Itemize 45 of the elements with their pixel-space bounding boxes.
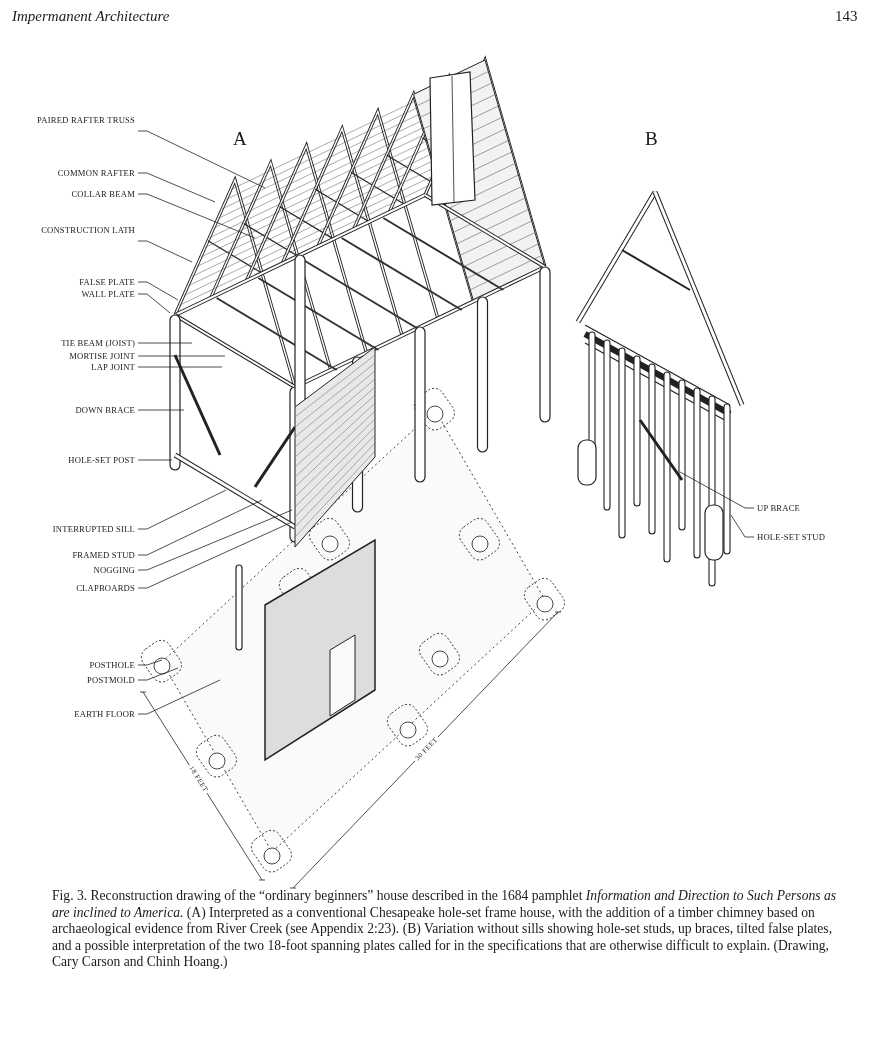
leader-line: [137, 679, 221, 715]
leader-line: [137, 172, 216, 203]
callout-label: MORTISE JOINT: [25, 350, 135, 362]
callout-label: HOLE-SET STUD: [757, 531, 867, 543]
callout-label: NOGGING: [25, 564, 135, 576]
leader-line: [137, 659, 163, 666]
callout-label: CONSTRUCTION LATH: [35, 224, 135, 236]
leader-line: [137, 459, 173, 461]
leader-line: [137, 667, 179, 681]
leader-line: [137, 366, 223, 368]
page-number: 143: [835, 8, 858, 25]
callout-label: UP BRACE: [757, 502, 867, 514]
callout-label: FRAMED STUD: [25, 549, 135, 561]
leader-line: [137, 293, 171, 314]
leader-line: [137, 355, 226, 357]
callout-label: WALL PLATE: [25, 288, 135, 300]
callout-label: HOLE-SET POST: [25, 454, 135, 466]
leader-line: [137, 521, 293, 589]
leader-line: [137, 489, 227, 530]
leader-line: [137, 409, 185, 411]
leader-line: [679, 471, 755, 509]
leader-line: [730, 514, 755, 538]
callout-label: INTERRUPTED SILL: [15, 523, 135, 535]
callout-label: TIE BEAM (JOIST): [15, 337, 135, 349]
callout-label: LAP JOINT: [25, 361, 135, 373]
callout-label: CLAPBOARDS: [25, 582, 135, 594]
leader-line: [137, 281, 179, 301]
running-head: Impermanent Architecture: [12, 8, 170, 25]
view-letter: B: [645, 128, 658, 150]
leader-line: [137, 193, 256, 239]
callout-label: FALSE PLATE: [25, 276, 135, 288]
callout-label: COMMON RAFTER: [25, 167, 135, 179]
leader-line: [137, 509, 293, 571]
leader-line: [137, 130, 266, 189]
callout-label: COLLAR BEAM: [25, 188, 135, 200]
callout-label: PAIRED RAFTER TRUSS: [35, 114, 135, 126]
callout-label: DOWN BRACE: [25, 404, 135, 416]
callout-label: POSTHOLE: [25, 659, 135, 671]
figure-caption: Fig. 3. Reconstruction drawing of the “ordinary beginners” house described in the 1684 pamphlet Information and Direction to Such Persons as are inclined to America. (A) Interpreted as a conventional Chesapeake hole-set frame house, with the addition of a timber chimney based on archaeological evidence from River Creek (see Appendix 2:23). (B) Variation without sills showing hole-set studs, up braces, tilted false plates, and a possible interpretation of the two 18-foot spanning plates called for in the specifications that are otherwise difficult to explain. (Drawing, Cary Carson and Chinh Hoang.): [52, 888, 838, 971]
leader-line: [137, 499, 263, 556]
callout-label: EARTH FLOOR: [25, 708, 135, 720]
view-letter: A: [233, 128, 247, 150]
leader-line: [137, 240, 193, 263]
leader-line: [137, 342, 193, 344]
callout-label: POSTMOLD: [25, 674, 135, 686]
